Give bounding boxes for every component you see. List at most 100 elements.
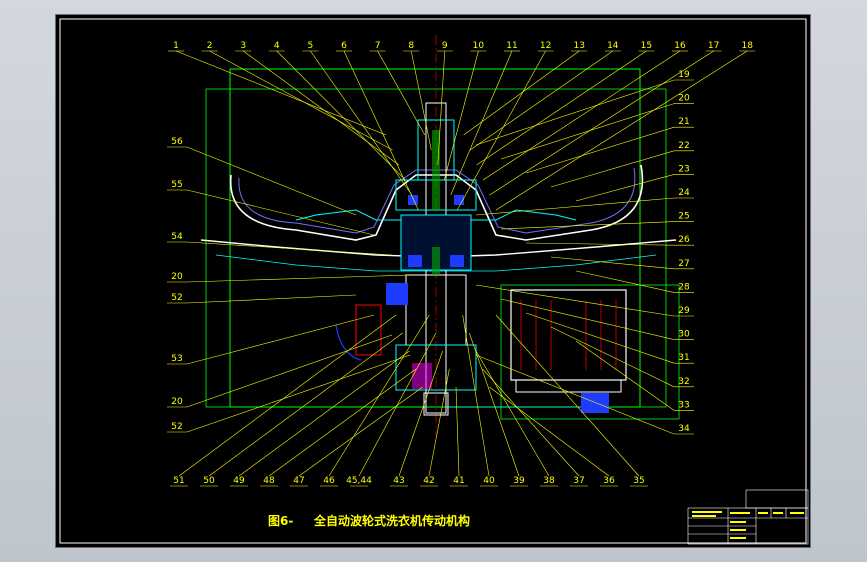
part-number-label: 12 [540, 41, 551, 51]
part-number-label: 39 [513, 476, 525, 486]
part-number-label: 33 [678, 400, 689, 410]
spring-section [412, 363, 432, 389]
leader-line [310, 50, 413, 196]
part-number-label: 11 [506, 41, 517, 51]
part-number-label: 43 [393, 476, 404, 486]
part-number-label: 32 [678, 377, 689, 387]
part-number-label: 54 [171, 232, 183, 242]
part-number-label: 20 [171, 397, 183, 407]
leader-line [482, 50, 681, 181]
motor-pulley [581, 393, 609, 413]
leader-line [410, 50, 432, 151]
leader-line [550, 256, 675, 270]
leader-line [550, 326, 675, 388]
shaft-green-fill-2 [432, 247, 440, 275]
part-number-label: 21 [678, 117, 689, 127]
title-block-text [692, 511, 804, 539]
part-number-label: 38 [543, 476, 555, 486]
leader-line [209, 50, 393, 151]
part-number-label: 1 [173, 41, 179, 51]
drawing-title: 全自动波轮式洗衣机传动机构 [313, 513, 470, 528]
part-number-label: 47 [293, 476, 304, 486]
leader-line [398, 350, 443, 477]
bearing-right [450, 255, 464, 267]
leader-line [475, 284, 675, 317]
part-number-label: 19 [678, 70, 690, 80]
leader-line [469, 50, 613, 151]
part-number-label: 48 [263, 476, 275, 486]
part-number-label: 40 [483, 476, 495, 486]
leader-line [186, 241, 393, 256]
motor-body [510, 289, 627, 381]
leader-line [208, 332, 403, 477]
part-number-label: 37 [573, 476, 584, 486]
part-number-label: 24 [678, 188, 690, 198]
leader-line [463, 50, 580, 136]
leader-line [455, 386, 460, 477]
leader-line [456, 50, 546, 211]
leader-line [475, 79, 675, 146]
leader-line [428, 368, 450, 477]
leader-line [495, 314, 640, 477]
leader-line [186, 314, 375, 365]
brake-housing [395, 344, 477, 391]
part-number-label: 16 [674, 41, 686, 51]
part-number-label: 36 [603, 476, 615, 486]
leader-line [450, 50, 513, 196]
part-number-label: 20 [171, 272, 183, 282]
part-number-label: 15 [641, 41, 652, 51]
part-number-label: 51 [173, 476, 184, 486]
leader-line [186, 189, 375, 236]
part-number-label: 41 [453, 476, 464, 486]
leader-lines [167, 50, 756, 487]
brake-lever [355, 304, 382, 356]
leader-line [525, 242, 675, 246]
part-number-label: 29 [678, 306, 690, 316]
leader-line [575, 270, 675, 293]
part-number-label: 27 [678, 259, 689, 269]
part-number-label: 26 [678, 235, 690, 245]
part-number-label: 20 [678, 94, 690, 104]
part-number-label: 3 [240, 41, 246, 51]
leader-line [443, 50, 479, 181]
shaft-green-fill [432, 130, 440, 210]
leader-line [178, 314, 397, 477]
leader-line [276, 50, 406, 181]
part-number-label: 55 [171, 180, 182, 190]
part-number-label: 18 [741, 41, 753, 51]
part-number-label: 9 [442, 41, 448, 51]
part-number-label: 6 [341, 41, 347, 51]
part-number-label: 35 [633, 476, 644, 486]
leader-line [186, 294, 357, 304]
leader-line [475, 197, 675, 216]
leader-line [475, 350, 550, 477]
part-number-label: 42 [423, 476, 434, 486]
leader-line [186, 146, 357, 216]
leader-line [328, 314, 430, 477]
part-number-label: 5 [308, 41, 314, 51]
leader-line [550, 150, 675, 188]
leader-line [489, 386, 610, 477]
leader-line [377, 50, 426, 136]
lever-block [386, 283, 408, 305]
leader-line [358, 332, 437, 477]
leader-line [575, 174, 675, 202]
part-number-label: 4 [274, 41, 280, 51]
leader-line [495, 50, 748, 211]
part-number-label: 25 [678, 212, 689, 222]
part-number-label: 34 [678, 424, 690, 434]
title-prefix: 图6- [268, 514, 293, 528]
part-number-label: 53 [171, 354, 182, 364]
leader-line [238, 350, 410, 477]
part-number-label: 49 [233, 476, 245, 486]
part-number-label: 22 [678, 141, 689, 151]
part-number-label: 2 [207, 41, 213, 51]
motor-outline [500, 284, 680, 420]
leader-line [298, 386, 423, 477]
leader-line [489, 50, 714, 196]
part-number-label: 52 [171, 422, 182, 432]
seal-left [408, 195, 418, 205]
